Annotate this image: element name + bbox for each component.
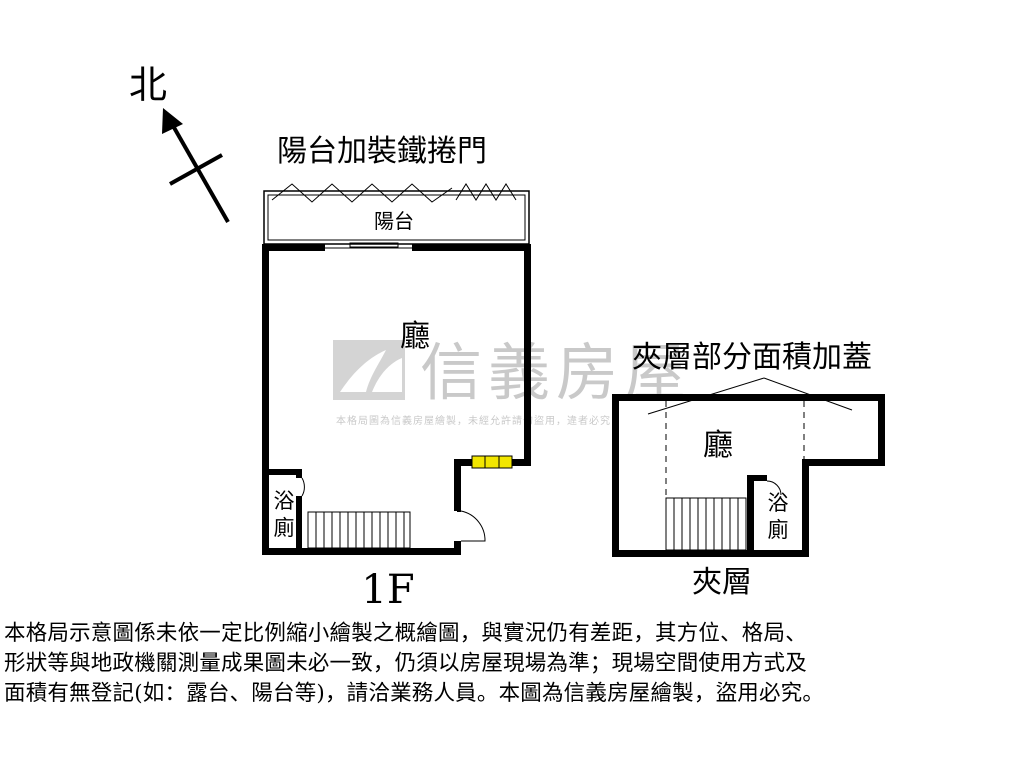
balcony-shutter-note: 陽台加裝鐵捲門 <box>277 134 487 169</box>
mezzanine-dashed-lines <box>665 401 805 498</box>
compass-crossbar <box>169 153 223 186</box>
mezzanine-callout-lines <box>647 377 853 415</box>
disclaimer-line: 面積有無登記(如：露台、陽台等)，請洽業務人員。本圖為信義房屋繪製，盜用必究。 <box>4 681 825 706</box>
disclaimer-line: 本格局示意圖係未依一定比例縮小繪製之概繪圖，與實況仍有差距，其方位、格局、 <box>4 621 807 646</box>
bathroom-door <box>301 477 305 497</box>
floor-plan-diagram: 北 信義房屋 本格局圖為信義房屋繪製，未經允許請勿盜用，違者必究 陽台加裝鐵捲門… <box>129 63 885 613</box>
north-compass: 北 <box>129 63 230 223</box>
floor-1-bathroom-label-1: 浴 <box>274 489 295 513</box>
watermark: 信義房屋 本格局圖為信義房屋繪製，未經允許請勿盜用，違者必究 <box>333 336 686 427</box>
watermark-subtitle: 本格局圖為信義房屋繪製，未經允許請勿盜用，違者必究 <box>336 414 611 427</box>
floor-1-stairs <box>307 511 411 549</box>
roller-shutter-left <box>271 183 453 203</box>
mezzanine-living-room-label: 廳 <box>703 428 733 463</box>
window <box>471 455 513 469</box>
floor-1-bathroom-label-2: 廁 <box>274 516 295 540</box>
roller-shutter-right <box>455 183 517 201</box>
mezzanine-bathroom-label-2: 廁 <box>768 518 789 542</box>
mezzanine-title: 夾層 <box>692 565 752 600</box>
balcony-outline <box>263 190 530 245</box>
disclaimer-line: 形狀等與地政機關測量成果圖未必一致，仍須以房屋現場為準；現場空間使用方式及 <box>4 651 807 676</box>
floor-1-living-room-label: 廳 <box>400 319 430 354</box>
north-label: 北 <box>129 63 167 107</box>
mezzanine-bathroom-label-1: 浴 <box>768 491 789 515</box>
disclaimer-text: 本格局示意圖係未依一定比例縮小繪製之概繪圖，與實況仍有差距，其方位、格局、 形狀… <box>4 619 1020 709</box>
mezzanine-note: 夾層部分面積加蓋 <box>632 340 872 375</box>
floor-1-title: 1F <box>361 567 414 613</box>
mezzanine-plan: 夾層部分面積加蓋 廳 浴 廁 夾層 <box>612 340 885 600</box>
watermark-logo-mark-2 <box>372 358 402 392</box>
mezzanine-walls <box>612 394 885 557</box>
watermark-logo-mark <box>340 350 386 392</box>
floor-1-plan: 陽台加裝鐵捲門 陽台 <box>262 134 531 613</box>
sliding-door-panel <box>349 242 399 248</box>
mezzanine-stairs <box>665 497 747 551</box>
mezzanine-bathroom-door <box>766 480 782 496</box>
balcony-label: 陽台 <box>374 209 414 233</box>
compass-arrowhead <box>162 108 183 134</box>
balcony-inner-outline <box>267 194 526 241</box>
compass-needle <box>170 123 230 223</box>
entrance-door <box>460 510 486 542</box>
